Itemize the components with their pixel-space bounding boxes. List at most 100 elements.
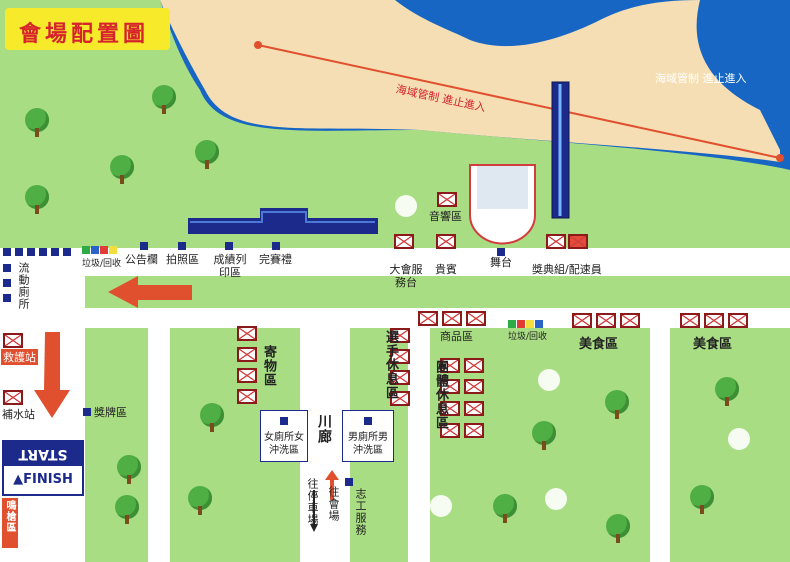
side-path-1 — [148, 328, 170, 562]
main-road-top — [0, 248, 790, 276]
tent-icon — [390, 328, 410, 343]
corridor-path — [300, 328, 350, 562]
sound-area-label: 音響區 — [429, 210, 462, 223]
food-area-2-label: 美食區 — [693, 337, 733, 352]
arrow-left-icon — [108, 276, 192, 308]
tent-icon — [464, 358, 484, 373]
cloud-icon — [430, 495, 452, 517]
tree-icon — [115, 495, 139, 524]
arrow-up-icon — [325, 470, 339, 500]
tent-icon — [680, 313, 700, 328]
page-title: 會場配置圖 — [19, 22, 150, 47]
blue-structure — [188, 208, 378, 234]
sea-control-line — [257, 44, 781, 159]
shop-label: 商品區 — [440, 330, 473, 343]
tent-icon — [466, 311, 486, 326]
tree-icon — [690, 485, 714, 514]
female-toilet-box: 女廁所女沖洗區 — [260, 410, 308, 462]
first-aid-label: 救護站 — [1, 349, 38, 365]
food-area-1-label: 美食區 — [579, 337, 619, 352]
tent-icon — [436, 234, 456, 249]
tent-icon — [237, 389, 257, 404]
tree-icon — [110, 155, 134, 184]
booth-square-icon — [83, 408, 91, 416]
tent-icon — [437, 192, 457, 207]
tent-icon — [390, 391, 410, 406]
photo-area-label: 拍照區 — [166, 253, 199, 266]
notice-board-label: 公告欄 — [125, 253, 158, 266]
booth-square-icon — [3, 279, 11, 287]
tent-icon — [464, 423, 484, 438]
tree-icon — [606, 514, 630, 543]
tent-icon — [237, 347, 257, 362]
booth-square-icon — [140, 242, 148, 250]
gun-area-marker — [2, 498, 18, 548]
tent-icon — [390, 370, 410, 385]
volunteer-label: 志工服務 — [354, 488, 367, 536]
cloud-icon — [545, 488, 567, 510]
tent-icon — [440, 358, 460, 373]
toilet-row — [3, 248, 73, 258]
tent-icon — [394, 234, 414, 249]
tent-icon — [3, 390, 23, 405]
tent-icon — [728, 313, 748, 328]
cloud-icon — [538, 369, 560, 391]
booth-square-icon — [3, 294, 11, 302]
tent-icon — [3, 333, 23, 348]
tent-icon — [390, 349, 410, 364]
gun-area-label: 鳴槍區 — [4, 500, 15, 533]
tent-icon — [704, 313, 724, 328]
booth-square-icon — [272, 242, 280, 250]
tree-icon — [493, 494, 517, 523]
side-path-3 — [650, 328, 670, 562]
tent-icon — [464, 401, 484, 416]
booth-square-icon — [3, 264, 11, 272]
tent-icon — [442, 311, 462, 326]
side-path-2 — [408, 328, 430, 562]
to-venue-label: 往會場 — [327, 486, 340, 522]
award-label: 獎典組/配速員 — [532, 263, 602, 276]
to-parking-label: 往停車場 — [306, 478, 319, 526]
male-toilet-label: 男廁所男沖洗區 — [348, 432, 388, 456]
service-desk-label: 大會服務台 — [389, 263, 423, 289]
finish-label: ▲FINISH — [13, 472, 73, 487]
tree-icon — [195, 140, 219, 169]
tree-icon — [25, 185, 49, 214]
sand-area — [160, 0, 780, 162]
recycle-bins-top — [82, 246, 118, 254]
tent-icon — [620, 313, 640, 328]
tent-icon — [568, 234, 588, 249]
tree-icon — [117, 455, 141, 484]
tent-icon — [596, 313, 616, 328]
tent-icon — [440, 423, 460, 438]
storage-label: 寄物區 — [261, 345, 276, 387]
mobile-toilet-label: 流動廁所 — [17, 262, 30, 310]
tent-icon — [546, 234, 566, 249]
vip-label: 貴賓 — [435, 263, 457, 276]
tent-icon — [418, 311, 438, 326]
corridor-label: 川廊 — [316, 414, 332, 444]
arrow-down-icon — [34, 332, 70, 418]
recycle-bins-bottom — [508, 320, 544, 328]
tree-icon — [605, 390, 629, 419]
sea-control-label: 海域管制 進止進入 — [655, 72, 747, 85]
female-toilet-label: 女廁所女沖洗區 — [264, 432, 304, 456]
tree-icon — [532, 421, 556, 450]
stage-logo — [477, 166, 528, 209]
tree-icon — [200, 403, 224, 432]
tent-icon — [237, 326, 257, 341]
tree-icon — [188, 486, 212, 515]
cloud-icon — [395, 195, 417, 217]
start-finish-gate: START ▲FINISH — [2, 440, 84, 496]
cloud-icon — [728, 428, 750, 450]
tent-icon — [237, 368, 257, 383]
water-station-label: 補水站 — [2, 408, 35, 421]
recycle-bottom-label: 垃圾/回收 — [508, 332, 548, 342]
results-print-label: 成績列印區 — [213, 253, 247, 279]
start-label: START — [4, 442, 82, 466]
stage-label: 舞台 — [490, 256, 512, 269]
medal-area-label: 獎牌區 — [94, 406, 127, 419]
tree-icon — [152, 85, 176, 114]
recycle-top-label: 垃圾/回收 — [82, 259, 122, 269]
athlete-rest-label: 選手休息區 — [383, 330, 398, 400]
